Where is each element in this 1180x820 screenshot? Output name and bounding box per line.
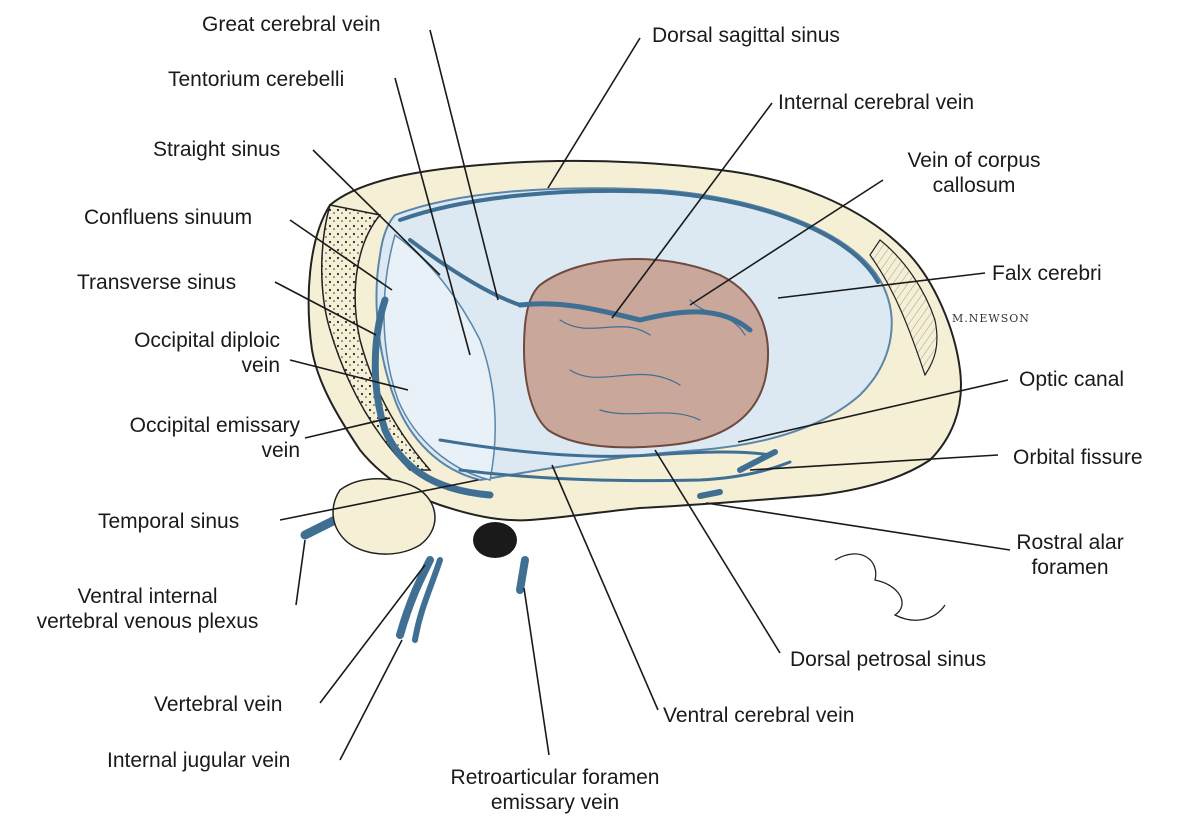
label-optic-canal: Optic canal bbox=[1019, 367, 1124, 392]
label-vein-of-corpus-callosum-line2: callosum bbox=[884, 173, 1064, 198]
label-occipital-emissary-vein-line2: vein bbox=[50, 438, 300, 463]
label-rostral-alar-foramen: Rostral alar foramen bbox=[1000, 530, 1140, 580]
label-occipital-diploic-vein-line2: vein bbox=[60, 353, 280, 378]
label-tentorium-cerebelli: Tentorium cerebelli bbox=[168, 67, 344, 92]
label-retroarticular-line2: emissary vein bbox=[410, 790, 700, 815]
label-occipital-diploic-vein: Occipital diploic vein bbox=[60, 328, 280, 378]
label-dorsal-petrosal-sinus: Dorsal petrosal sinus bbox=[790, 647, 986, 672]
label-ventral-internal-line1: Ventral internal bbox=[0, 584, 295, 609]
zygomatic-sketch bbox=[835, 554, 945, 620]
label-orbital-fissure: Orbital fissure bbox=[1013, 445, 1143, 470]
label-great-cerebral-vein: Great cerebral vein bbox=[202, 12, 381, 37]
condyle-shape bbox=[333, 479, 435, 554]
label-temporal-sinus: Temporal sinus bbox=[98, 509, 239, 534]
label-vertebral-vein: Vertebral vein bbox=[154, 692, 282, 717]
label-retroarticular-foramen-emissary-vein: Retroarticular foramen emissary vein bbox=[410, 765, 700, 815]
label-internal-cerebral-vein: Internal cerebral vein bbox=[778, 90, 974, 115]
label-ventral-internal-vertebral-venous-plexus: Ventral internal vertebral venous plexus bbox=[0, 584, 295, 634]
label-vein-of-corpus-callosum-line1: Vein of corpus bbox=[884, 148, 1064, 173]
label-dorsal-sagittal-sinus: Dorsal sagittal sinus bbox=[652, 23, 840, 48]
brain-section bbox=[524, 259, 768, 447]
label-retroarticular-line1: Retroarticular foramen bbox=[410, 765, 700, 790]
label-straight-sinus: Straight sinus bbox=[153, 137, 280, 162]
foramen-dark bbox=[473, 522, 517, 558]
label-ventral-internal-line2: vertebral venous plexus bbox=[0, 609, 295, 634]
label-occipital-diploic-vein-line1: Occipital diploic bbox=[60, 328, 280, 353]
label-transverse-sinus: Transverse sinus bbox=[77, 270, 236, 295]
vertebral-plexus-path bbox=[305, 520, 335, 535]
artist-signature: M.NEWSON bbox=[952, 312, 1030, 325]
label-falx-cerebri: Falx cerebri bbox=[992, 261, 1102, 286]
label-occipital-emissary-vein-line1: Occipital emissary bbox=[50, 413, 300, 438]
label-confluens-sinuum: Confluens sinuum bbox=[84, 205, 252, 230]
label-internal-jugular-vein: Internal jugular vein bbox=[107, 748, 290, 773]
retroarticular-vein-path bbox=[520, 560, 525, 590]
label-occipital-emissary-vein: Occipital emissary vein bbox=[50, 413, 300, 463]
label-ventral-cerebral-vein: Ventral cerebral vein bbox=[663, 703, 854, 728]
label-vein-of-corpus-callosum: Vein of corpus callosum bbox=[884, 148, 1064, 198]
rostral-alar-vein-path bbox=[700, 492, 720, 496]
label-rostral-alar-foramen-line2: foramen bbox=[1000, 555, 1140, 580]
label-rostral-alar-foramen-line1: Rostral alar bbox=[1000, 530, 1140, 555]
